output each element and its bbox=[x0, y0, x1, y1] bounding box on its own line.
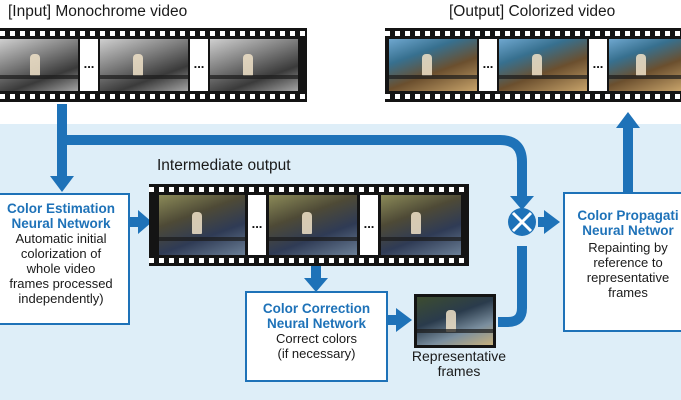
propagation-title: Color Propagati bbox=[577, 208, 679, 223]
video-frame bbox=[381, 195, 461, 255]
up-arrow-icon bbox=[616, 112, 640, 128]
video-frame bbox=[609, 39, 681, 91]
output-label: [Output] Colorized video bbox=[449, 3, 616, 20]
correction-desc: (if necessary) bbox=[277, 346, 356, 361]
ellipsis-gap: ... bbox=[248, 195, 266, 255]
correction-desc: Correct colors bbox=[276, 331, 357, 346]
video-frame bbox=[499, 39, 587, 91]
right-arrow-icon bbox=[396, 308, 412, 332]
representative-label: Representative frames bbox=[411, 348, 507, 379]
estimation-desc: whole video bbox=[26, 261, 96, 276]
color-propagation-box: Color Propagati Neural Networ Repainting… bbox=[563, 192, 681, 332]
video-frame bbox=[417, 297, 493, 345]
propagation-desc: frames bbox=[608, 285, 648, 300]
propagation-desc: representative bbox=[586, 270, 670, 285]
combine-operator-icon bbox=[508, 208, 536, 236]
ellipsis-gap: ... bbox=[479, 39, 497, 91]
propagation-title: Neural Networ bbox=[582, 223, 674, 238]
down-arrow-icon bbox=[304, 278, 328, 292]
estimation-desc: colorization of bbox=[20, 246, 102, 261]
output-filmstrip: ... ... bbox=[385, 28, 681, 102]
input-filmstrip: ... ... bbox=[0, 28, 307, 102]
video-frame bbox=[0, 39, 78, 91]
input-label: [Input] Monochrome video bbox=[8, 3, 188, 20]
ellipsis-gap: ... bbox=[589, 39, 607, 91]
color-correction-box: Color Correction Neural Network Correct … bbox=[245, 291, 388, 382]
video-frame bbox=[389, 39, 477, 91]
down-arrow-icon bbox=[510, 196, 534, 210]
intermediate-label: Intermediate output bbox=[157, 157, 291, 174]
representative-to-combine-line bbox=[498, 246, 527, 327]
ellipsis-gap: ... bbox=[80, 39, 98, 91]
right-arrow-icon bbox=[544, 210, 560, 234]
input-to-combine-line bbox=[62, 135, 527, 198]
video-frame bbox=[100, 39, 188, 91]
down-arrow-icon bbox=[50, 176, 74, 192]
estimation-desc: Automatic initial bbox=[15, 231, 107, 246]
right-arrow-icon bbox=[138, 210, 152, 234]
correction-title: Neural Network bbox=[266, 316, 367, 331]
propagation-desc: Repainting by bbox=[588, 240, 668, 255]
intermediate-filmstrip: ... ... bbox=[149, 184, 469, 266]
ellipsis-gap: ... bbox=[360, 195, 378, 255]
propagation-desc: reference to bbox=[593, 255, 663, 270]
estimation-title: Color Estimation bbox=[6, 201, 115, 216]
correction-title: Color Correction bbox=[262, 301, 371, 316]
video-frame bbox=[210, 39, 298, 91]
estimation-desc: frames processed bbox=[9, 276, 113, 291]
estimation-title: Neural Network bbox=[11, 216, 111, 231]
representative-frame bbox=[414, 294, 496, 348]
video-frame bbox=[159, 195, 245, 255]
estimation-desc: independently) bbox=[18, 291, 104, 306]
video-frame bbox=[269, 195, 357, 255]
ellipsis-gap: ... bbox=[190, 39, 208, 91]
color-estimation-box: Color Estimation Neural Network Automati… bbox=[0, 193, 130, 325]
